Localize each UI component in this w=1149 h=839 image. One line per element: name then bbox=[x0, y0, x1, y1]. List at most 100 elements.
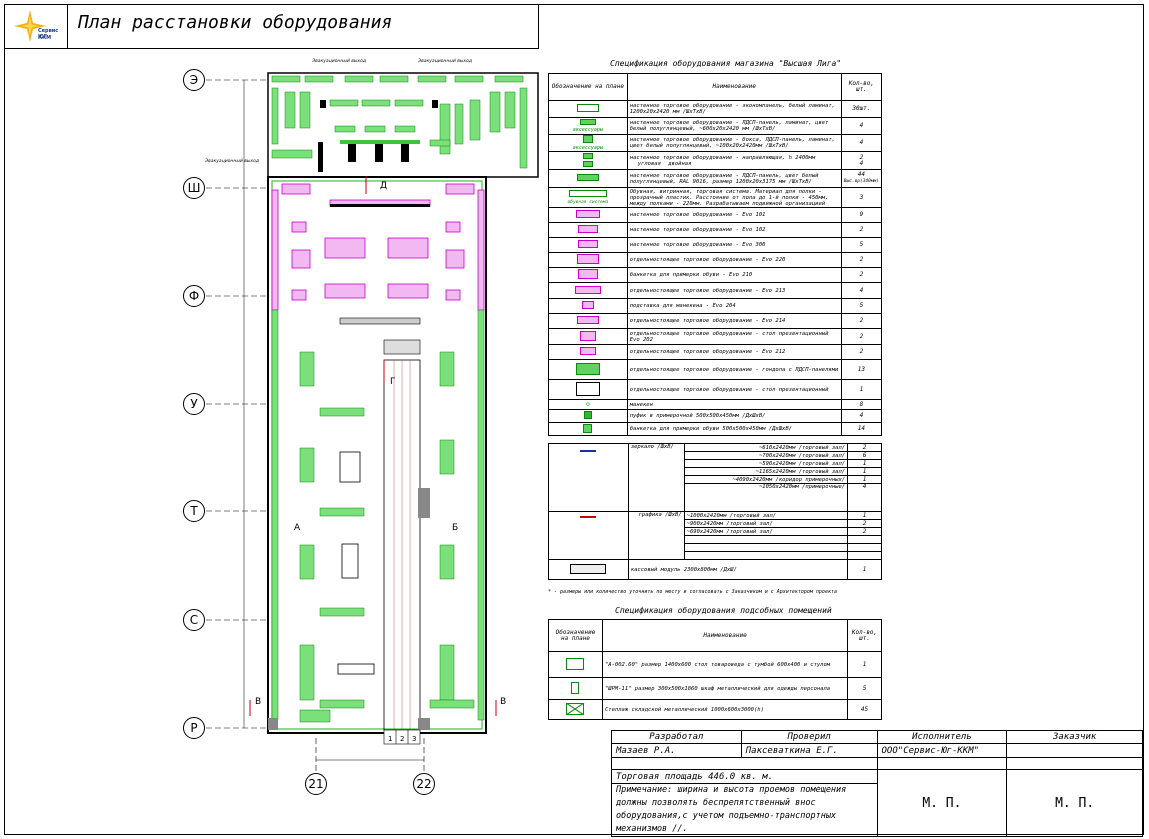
spec1-symbol-label: аксессуары bbox=[572, 127, 603, 133]
spec1-name-double: двойная bbox=[668, 160, 692, 167]
mirror-size: ~1165х2420мм /торговый зал/ bbox=[683, 467, 849, 476]
spec1-name-angle: угловая bbox=[637, 160, 661, 167]
graphics-size: ~1000х2420мм /торговый зал/ bbox=[683, 511, 849, 520]
spec1-name: настенное торговое оборудование - бокса,… bbox=[626, 134, 842, 152]
logo-text-2: ККМ bbox=[38, 35, 52, 41]
stamp-checker: Паксеваткина Е.Г. bbox=[740, 743, 878, 758]
spec1-symbol bbox=[548, 298, 628, 314]
spec1-name: отдельностоящее торговое оборудование - … bbox=[626, 344, 842, 360]
spec1-name: настенное торговое оборудование - Evo 10… bbox=[626, 207, 842, 223]
spec1-symbol bbox=[548, 422, 628, 436]
graphics-size: ~690х2420мм /торговый зал/ bbox=[683, 527, 849, 536]
mirror-size: ~610х2420мм /торговый зал/ bbox=[683, 443, 849, 452]
graphics-qty-empty bbox=[847, 535, 882, 544]
mark-g: Г bbox=[390, 377, 396, 387]
exit-cell-1: 1 bbox=[388, 735, 392, 743]
mirror-qty: 1 bbox=[847, 475, 882, 484]
exit-cell-2: 2 bbox=[400, 735, 404, 743]
stamp-executor: ООО"Сервис-Юг-ККМ" bbox=[876, 743, 1008, 758]
stamp-blank bbox=[876, 757, 1008, 770]
spec1-symbol bbox=[548, 313, 628, 329]
axis-row-f: Ф bbox=[183, 285, 205, 307]
spec2-name: "ШРМ-11" размер 300х500х1860 шкаф металл… bbox=[601, 677, 849, 700]
cash-qty: 1 bbox=[847, 559, 882, 580]
spec1-name: Обувная, витринная, торговая система. Ма… bbox=[626, 187, 842, 208]
mirror-qty: 6 bbox=[847, 451, 882, 460]
spec1-name-main: настенное торговое оборудование - направ… bbox=[629, 154, 816, 161]
mark-a: А bbox=[294, 523, 301, 533]
spec1-qty: 2 bbox=[840, 328, 883, 345]
spec1-header-qty: Кол-во, шт. bbox=[840, 73, 883, 101]
mark-v2: В bbox=[500, 697, 506, 707]
spec1-qty: 13 bbox=[840, 359, 883, 380]
spec1-name: настенное торговое оборудование - эконом… bbox=[626, 100, 842, 118]
graphics-size-empty bbox=[683, 551, 849, 560]
cash-name: кассовый модуль 2300х800мм /ДхШ/ bbox=[627, 559, 849, 580]
spec1-symbol bbox=[548, 252, 628, 268]
stamp-mp2: М. П. bbox=[1006, 769, 1143, 837]
spec1-name: отдельностоящее торговое оборудование - … bbox=[626, 282, 842, 299]
spec1-header-name: Наименование bbox=[626, 73, 842, 101]
mirror-symbol bbox=[548, 443, 629, 512]
axis-row-u: У bbox=[183, 393, 205, 415]
logo-text-1: Сервис ЮГ bbox=[38, 28, 59, 40]
spec1-symbol bbox=[548, 328, 628, 345]
spec1-symbol bbox=[548, 409, 628, 423]
axis-col-21: 21 bbox=[305, 773, 327, 795]
spec1-qty-b: Выс.вр(340мм) bbox=[843, 179, 879, 184]
stamp-note: Примечание: ширина и высота проемов поме… bbox=[611, 783, 878, 837]
spec1-qty: 5 bbox=[840, 298, 883, 314]
exit-label-3: Эвакуационный выход bbox=[204, 158, 259, 164]
spec1-qty: 2 bbox=[840, 313, 883, 329]
mirror-size: ~700х2420мм /торговый зал/ bbox=[683, 451, 849, 460]
stamp-customer bbox=[1006, 743, 1143, 758]
spec1-qty: 14 bbox=[840, 422, 883, 436]
spec1-qty: 2 bbox=[840, 252, 883, 268]
stamp-developer: Мазаев Р.А. bbox=[611, 743, 742, 758]
axis-row-t: Т bbox=[183, 500, 205, 522]
exit-label-1: Эвакуационный выход bbox=[311, 58, 366, 64]
graphics-qty: 2 bbox=[847, 527, 882, 536]
axis-row-e: Э bbox=[183, 69, 205, 91]
axis-col-22: 22 bbox=[413, 773, 435, 795]
spec1-table: Обозначение на плане Наименование Кол-во… bbox=[548, 73, 883, 436]
title-block bbox=[4, 4, 539, 49]
spec1-qty: 9 bbox=[840, 207, 883, 223]
graphics-size-empty bbox=[683, 543, 849, 552]
exit-label-2: Эвакуационный выход bbox=[417, 58, 472, 64]
axis-row-sh: Ш bbox=[183, 177, 205, 199]
spec1-symbol bbox=[548, 267, 628, 283]
spec1-qty: 4 bbox=[840, 409, 883, 423]
spec1-mirrors-table: зеркало /ШхВ/ ~610х2420мм /торговый зал/… bbox=[548, 443, 882, 580]
stamp-area: Торговая площадь 446.0 кв. м. bbox=[611, 769, 878, 784]
mirror-qty: 1 bbox=[847, 467, 882, 476]
spec2-header-name: Наименование bbox=[601, 619, 849, 652]
mark-d: Д bbox=[380, 181, 387, 191]
mirror-label: зеркало /ШхВ/ bbox=[627, 443, 685, 512]
spec1-name: настенное торговое оборудование - ЛДСП-п… bbox=[626, 169, 842, 188]
rack-icon bbox=[566, 702, 585, 715]
mark-b: Б bbox=[452, 523, 458, 533]
spec1-symbol-label: обувная система bbox=[567, 199, 609, 205]
mirror-qty: 1 bbox=[847, 459, 882, 468]
spec2-header-symbol: Обозначение на плане bbox=[548, 619, 603, 652]
stamp-h-customer: Заказчик bbox=[1006, 730, 1143, 744]
spec2-name: Стеллаж складской металлический 1000х600… bbox=[601, 699, 849, 720]
stamp-blank bbox=[611, 757, 878, 770]
spec1-symbol: обувная система bbox=[548, 187, 628, 208]
spec2-symbol bbox=[548, 699, 603, 720]
spec2-title: Спецификация оборудования подсобных поме… bbox=[615, 606, 832, 615]
graphics-qty-empty bbox=[847, 543, 882, 552]
spec1-name: отдельностоящее торговое оборудование - … bbox=[626, 328, 842, 345]
spec1-qty-a: 44 bbox=[857, 171, 865, 178]
spec1-name: отдельностоящее торговое оборудование - … bbox=[626, 379, 842, 400]
cash-symbol bbox=[548, 559, 629, 580]
stamp-blank bbox=[1006, 757, 1143, 770]
exit-cell-3: 3 bbox=[412, 735, 416, 743]
spec1-name: манекен bbox=[626, 399, 842, 410]
spec1-title: Спецификация оборудования магазина "Высш… bbox=[610, 59, 842, 68]
drawing-frame bbox=[4, 4, 1144, 835]
spec1-qty: 1 bbox=[840, 379, 883, 400]
spec1-symbol: аксессуары bbox=[548, 134, 628, 152]
floor-plan: Эвакуационный выход Эвакуационный выход … bbox=[204, 58, 539, 773]
